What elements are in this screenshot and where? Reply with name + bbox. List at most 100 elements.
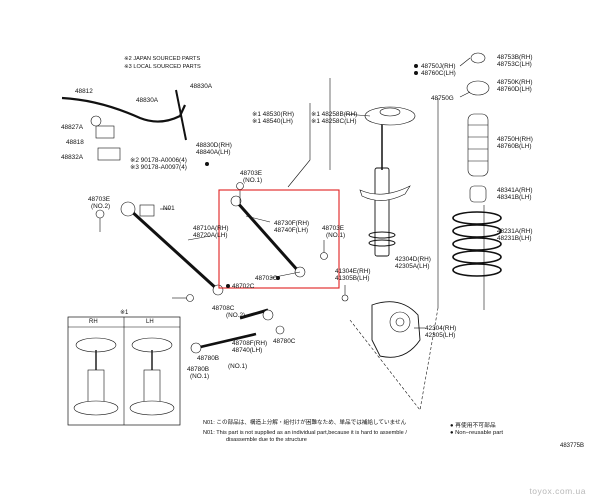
- highlight-box: [218, 189, 340, 289]
- bolt: [172, 294, 194, 302]
- part-label-p42304: 42304(RH): [425, 325, 457, 332]
- arm-bushing: [230, 195, 242, 207]
- part-label-p48710a: 48710A(RH): [193, 225, 229, 232]
- link-bushing: [275, 325, 285, 335]
- part-label-p48703e2: 48703E: [88, 196, 111, 203]
- upper-arm-48730f: [234, 200, 302, 274]
- bolt: [236, 182, 244, 204]
- stabilizer-bar: [61, 96, 187, 123]
- part-label-pn01: N01: [163, 205, 175, 212]
- part-label-p48780b: 48780B: [197, 355, 220, 362]
- stabilizer-bushing: [95, 125, 115, 139]
- symbol-reuse-jp: ● 再使用不可部品: [450, 423, 496, 429]
- part-label-p48830a: 48830A: [136, 97, 159, 104]
- inset-rh-label: RH: [89, 319, 98, 325]
- part-label-p48708c: 48708C: [212, 305, 235, 312]
- part-label-p90178a: ※2 90178-A0006(4): [130, 157, 187, 164]
- part-label-p48341a: 48341A(RH): [497, 187, 533, 194]
- legend-local-sourced: ※3 LOCAL SOURCED PARTS: [124, 64, 201, 70]
- part-label-p42305a: 42305A(LH): [395, 263, 430, 270]
- part-label-p48708n: (NO.1): [228, 363, 248, 370]
- leader-line: [245, 215, 271, 223]
- part-label-p48753c: 48753C(LH): [497, 61, 532, 68]
- note-n01-en-2: disassemble due to the structure: [226, 437, 307, 443]
- part-label-p48231a: 48231A(RH): [497, 228, 533, 235]
- part-label-p48703c1: 48703C: [255, 275, 278, 282]
- upper-insulator: [466, 80, 490, 96]
- part-label-p48258b: ※1 48258B(RH): [311, 111, 358, 118]
- bushing-part: [90, 115, 102, 127]
- part-label-p48750j: 48750J(RH): [421, 63, 456, 70]
- inset-lh-label: LH: [146, 319, 154, 325]
- part-label-p48760d: 48760D(LH): [497, 86, 532, 93]
- part-label-p48740f: 48740F(LH): [274, 227, 309, 234]
- part-label-p48708f: 48708F(RH): [232, 340, 268, 347]
- coil-spring: [452, 211, 502, 277]
- part-label-p48703e3: 48703E: [322, 225, 345, 232]
- non-reusable-marker: [414, 64, 418, 68]
- part-label-p48780c: 48780C: [273, 338, 296, 345]
- part-label-p48720a: 48720A(LH): [193, 232, 228, 239]
- part-label-p48830d: 48830D(RH): [196, 142, 232, 149]
- inset-lh-strut: [129, 337, 175, 416]
- arm-bushing: [120, 201, 136, 217]
- non-reusable-marker: [205, 162, 209, 166]
- arm-bushing: [212, 284, 224, 296]
- arm-bushing-n01: [139, 204, 155, 217]
- part-label-p48703e1n: (NO.1): [243, 177, 263, 184]
- dust-boot: [467, 113, 489, 177]
- part-label-p48780b2n: (NO.1): [190, 373, 210, 380]
- part-label-p48750k: 48750K(RH): [497, 79, 533, 86]
- link-bushing: [190, 342, 202, 354]
- part-label-p48730f: 48730F(RH): [274, 220, 310, 227]
- non-reusable-marker: [226, 284, 230, 288]
- leader-line: [187, 235, 211, 241]
- shock-absorber-body: [374, 167, 390, 257]
- leader-line: [459, 57, 471, 67]
- part-label-p41305b: 41305B(LH): [335, 275, 370, 282]
- part-label-p48540: ※1 48540(LH): [252, 118, 293, 125]
- legend-japan-sourced: ※2 JAPAN SOURCED PARTS: [124, 56, 201, 62]
- part-label-p48740h: 48740(LH): [232, 347, 263, 354]
- lower-control-arm: [128, 208, 220, 292]
- leader-line: [344, 113, 371, 117]
- part-label-p48760c: 48760C(LH): [421, 70, 456, 77]
- part-label-p48702c: 48702C: [232, 283, 255, 290]
- part-label-p48818: 48818: [66, 139, 84, 146]
- inset-spring: [368, 231, 396, 247]
- part-label-p48827a: 48827A: [61, 124, 84, 131]
- part-label-p48832a: 48832A: [61, 154, 84, 161]
- part-label-p48760b: 48760B(LH): [497, 143, 532, 150]
- knuckle-hub: [389, 311, 411, 333]
- part-label-p41304e: 41304E(RH): [335, 268, 371, 275]
- bump-stopper: [469, 185, 487, 203]
- non-reusable-marker: [414, 71, 418, 75]
- note-n01-en: N01: This part is not supplied as an ind…: [203, 430, 407, 436]
- part-label-p48750h: 48750H(RH): [497, 136, 533, 143]
- leader-line: [269, 271, 301, 279]
- bump-nut: [470, 52, 486, 64]
- part-label-p48258c: ※1 48258C(LH): [311, 118, 357, 125]
- link-bushing: [262, 309, 274, 321]
- toe-link: [195, 332, 257, 350]
- part-label-p48780b2: 48780B: [187, 366, 210, 373]
- boundary-line: [287, 103, 311, 188]
- part-label-p48231b: 48231B(LH): [497, 235, 532, 242]
- non-reusable-marker: [276, 276, 280, 280]
- steering-knuckle: [371, 301, 421, 358]
- inset-marker: ※1: [120, 310, 129, 316]
- bolt: [341, 285, 349, 302]
- bolt: [95, 209, 105, 232]
- part-label-p48708cn: (NO.2): [226, 312, 246, 319]
- leader-line: [459, 91, 471, 98]
- part-label-p48812: 48812: [75, 88, 93, 95]
- upper-mount-inner: [379, 107, 401, 117]
- part-label-p48750g: 48750G: [431, 95, 454, 102]
- part-label-p48840a: 48840A(LH): [196, 149, 231, 156]
- stabilizer-bracket: [97, 147, 121, 161]
- lateral-link: [239, 308, 269, 320]
- part-label-p48703e1: 48703E: [240, 170, 263, 177]
- stabilizer-bar-link: [175, 89, 187, 141]
- part-label-p48703e2n: (NO.2): [91, 203, 111, 210]
